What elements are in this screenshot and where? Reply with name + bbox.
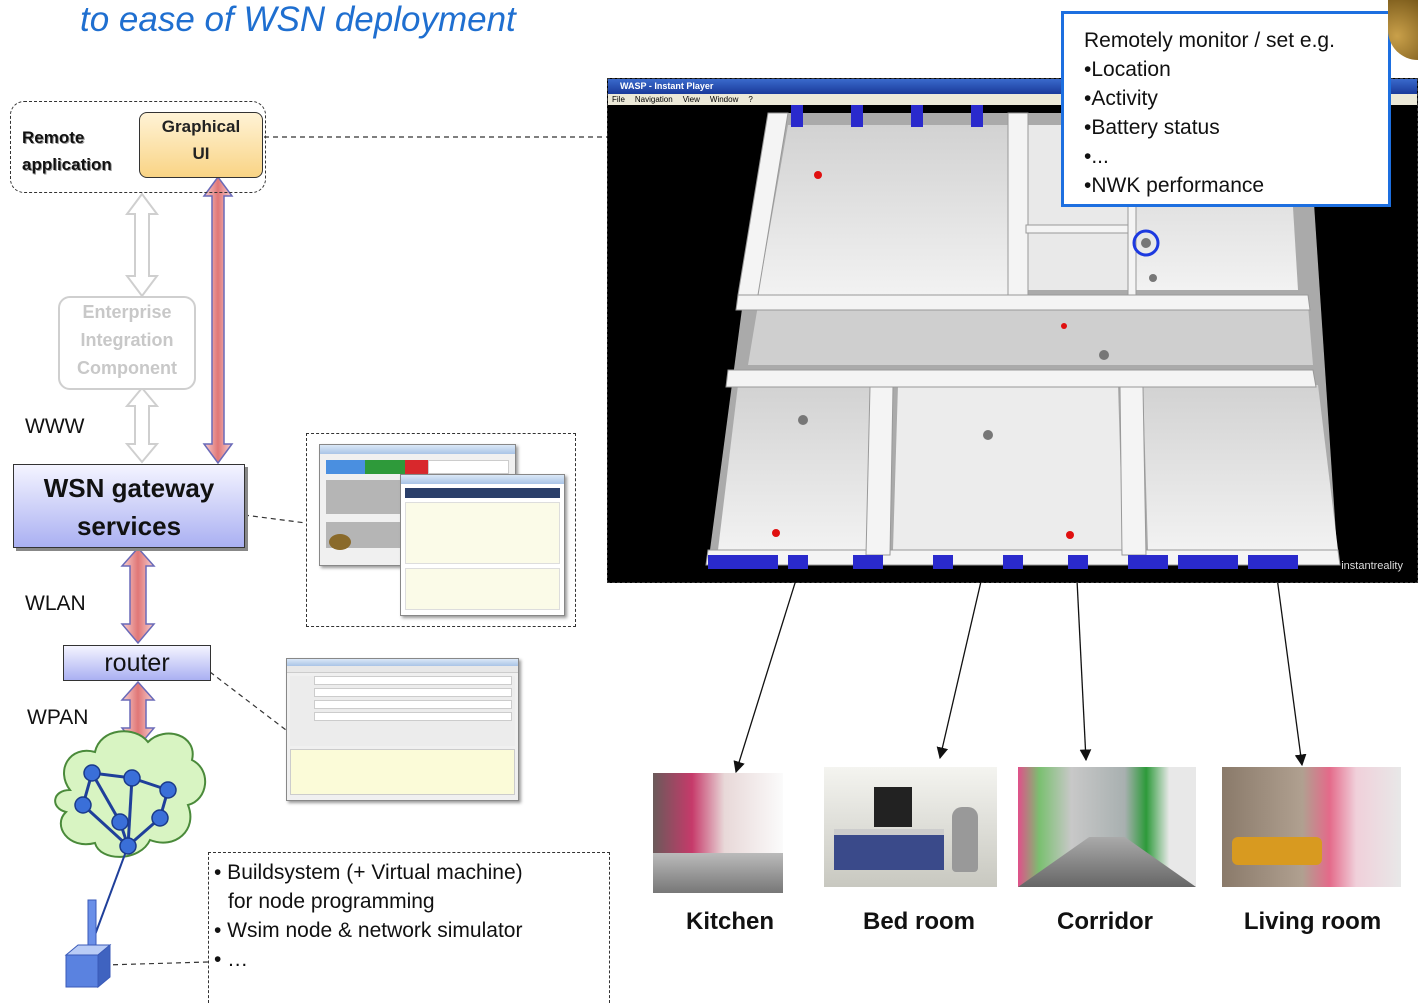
- connector-gateway-to-screens: [243, 514, 307, 524]
- front-window-log: [405, 568, 560, 610]
- console-log: [290, 749, 515, 795]
- front-window-body: [405, 502, 560, 564]
- console-menubar: [287, 666, 518, 673]
- player-menubar: File Navigation View Window ?: [608, 94, 1417, 105]
- tools-item-buildsystem-cont: for node programming: [228, 890, 435, 913]
- menu-navigation[interactable]: Navigation: [634, 95, 673, 104]
- eic-line3: Component: [77, 358, 177, 378]
- gui-line1: Graphical: [161, 117, 241, 136]
- gateway-screenshots-frame: [306, 433, 576, 627]
- gateway-line2: services: [76, 511, 182, 541]
- menu-window[interactable]: Window: [709, 95, 739, 104]
- tracked-robot-marker: [1132, 229, 1160, 257]
- app-logo-icon: [329, 534, 351, 550]
- gray-double-arrow-top: [125, 192, 159, 298]
- room-label-kitchen: Kitchen: [685, 908, 774, 935]
- menu-file[interactable]: File: [612, 95, 625, 104]
- tools-box: [208, 852, 610, 1003]
- front-window-header: [405, 488, 560, 498]
- remote-label-line2: application: [22, 155, 112, 174]
- remote-application-container: [10, 101, 266, 193]
- router-console-window: [286, 658, 519, 801]
- remote-label-line1: Remote: [22, 128, 85, 147]
- callout-heading: Remotely monitor / set e.g.: [1084, 29, 1335, 52]
- eic-line2: Integration: [80, 330, 174, 350]
- router-box: router: [63, 645, 211, 681]
- tools-list: • Buildsystem (+ Virtual machine) for no…: [214, 858, 523, 974]
- status-strip: [326, 460, 509, 474]
- wsn-gateway-services: WSN gateway services: [13, 464, 245, 548]
- corridor-photo: [1018, 767, 1196, 887]
- remote-application-label: Remote application: [22, 124, 132, 178]
- tools-item-wsim: • Wsim node & network simulator: [214, 919, 523, 942]
- instantreality-brand: instantreality: [1341, 560, 1403, 572]
- room-label-corridor: Corridor: [1057, 908, 1153, 935]
- wlan-label: WLAN: [25, 592, 86, 615]
- gui-gateway-arrow: [202, 175, 234, 465]
- callout-item-more: •...: [1084, 145, 1109, 168]
- console-form: [290, 676, 515, 746]
- gui-line2: UI: [192, 144, 210, 163]
- callout-item-activity: •Activity: [1084, 87, 1158, 110]
- wpan-label: WPAN: [27, 706, 89, 729]
- gateway-line1: WSN gateway: [43, 473, 215, 503]
- tools-item-buildsystem: • Buildsystem (+ Virtual machine): [214, 861, 523, 884]
- callout-item-nwk: •NWK performance: [1084, 174, 1265, 197]
- gateway-window-front: [400, 474, 565, 616]
- livingroom-photo: [1222, 767, 1401, 887]
- room-label-livingroom: Living room: [1243, 908, 1382, 935]
- sensor-node-icon: [64, 899, 112, 989]
- menu-view[interactable]: View: [682, 95, 700, 104]
- callout-item-battery: •Battery status: [1084, 116, 1220, 139]
- kitchen-photo: [653, 773, 783, 893]
- tools-item-more: • …: [214, 948, 249, 971]
- wlan-arrow: [120, 546, 156, 645]
- gray-double-arrow-bottom: [124, 386, 160, 464]
- eic-line1: Enterprise: [82, 302, 172, 322]
- slide-title: to ease of WSN deployment: [80, 0, 516, 39]
- room-label-bedroom: Bed room: [862, 908, 975, 935]
- network-nodes: [74, 764, 177, 855]
- remote-monitor-callout: Remotely monitor / set e.g. •Location •A…: [1061, 11, 1391, 207]
- graphical-ui-box: Graphical UI: [139, 112, 263, 178]
- menu-help[interactable]: ?: [748, 95, 753, 104]
- connector-node-to-tools: [103, 961, 209, 966]
- bedroom-photo: [824, 767, 997, 887]
- enterprise-integration-component: Enterprise Integration Component: [58, 296, 196, 390]
- instant-player-window: WASP - Instant Player File Navigation Vi…: [607, 78, 1418, 583]
- connector-router-to-window: [209, 671, 287, 731]
- callout-item-location: •Location: [1084, 58, 1171, 81]
- sensor-link: [91, 845, 129, 944]
- www-label: WWW: [25, 415, 85, 438]
- floorplan-3d-view: [705, 105, 1341, 569]
